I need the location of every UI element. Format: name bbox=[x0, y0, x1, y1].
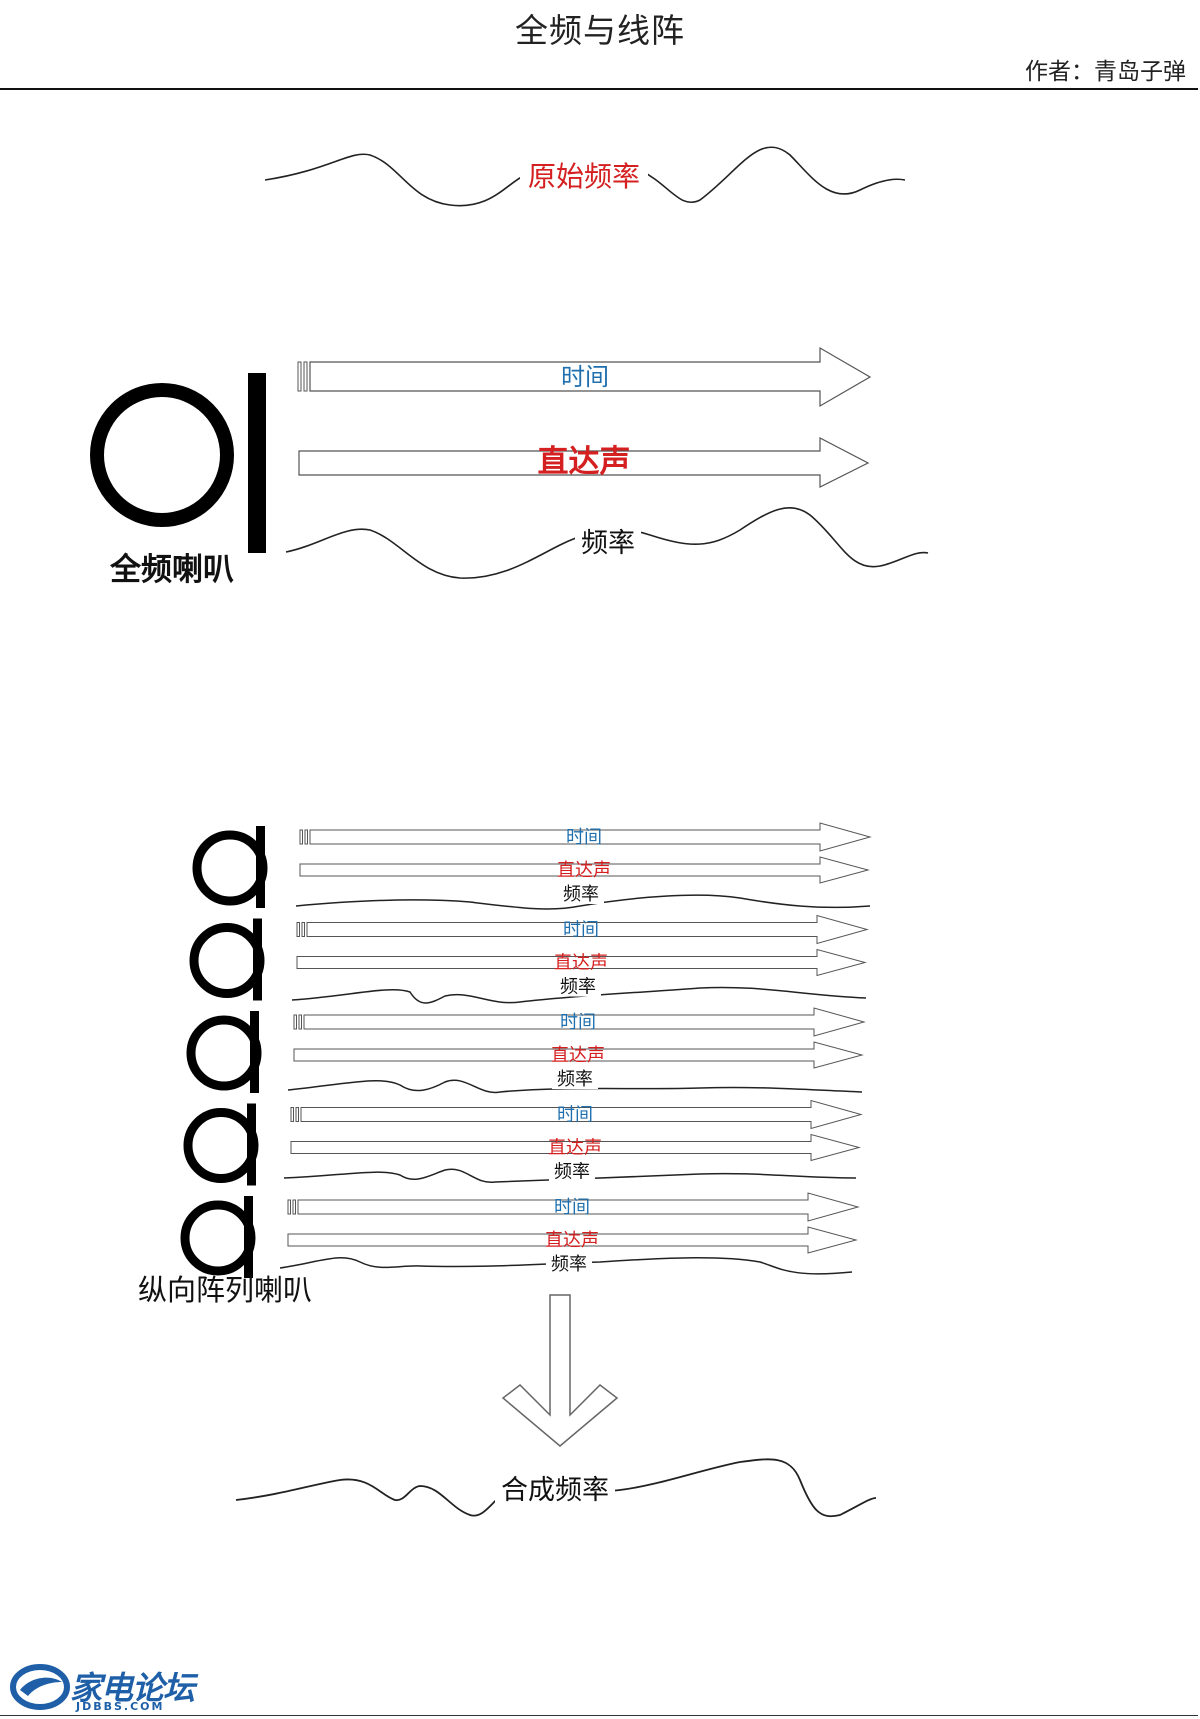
array-direct-label: 直达声 bbox=[551, 1045, 605, 1066]
array-time-label: 时间 bbox=[554, 1197, 590, 1218]
array-speaker-icon bbox=[192, 826, 268, 908]
array-time-arrow: 时间 bbox=[293, 1007, 866, 1037]
array-time-arrow: 时间 bbox=[299, 822, 872, 852]
original-wave: 原始频率 bbox=[264, 146, 906, 207]
full-range-speaker-label: 全频喇叭 bbox=[109, 552, 234, 588]
combined-wave-label: 合成频率 bbox=[501, 1475, 609, 1506]
array-frequency-label: 频率 bbox=[563, 884, 599, 905]
array-frequency-label: 频率 bbox=[557, 1069, 593, 1090]
time-label: 时间 bbox=[561, 363, 609, 391]
array-speaker-icon bbox=[189, 918, 265, 1001]
array-frequency-wave: 频率 bbox=[287, 1069, 863, 1094]
header-divider bbox=[0, 88, 1198, 90]
array-speaker-icon bbox=[183, 1103, 259, 1186]
time-arrow: 时间 bbox=[297, 346, 872, 408]
array-frequency-label: 频率 bbox=[551, 1254, 587, 1275]
down-arrow bbox=[501, 1294, 619, 1447]
frequency-wave: 频率 bbox=[285, 507, 929, 579]
direct-sound-arrow: 直达声 bbox=[298, 437, 870, 488]
array-time-arrow: 时间 bbox=[290, 1099, 863, 1130]
line-array-label: 纵向阵列喇叭 bbox=[138, 1273, 312, 1307]
original-wave-label: 原始频率 bbox=[528, 160, 640, 193]
logo-text: 家电论坛 bbox=[70, 1669, 195, 1707]
array-time-label: 时间 bbox=[560, 1012, 596, 1033]
direct-sound-label: 直达声 bbox=[538, 444, 631, 480]
array-time-label: 时间 bbox=[557, 1105, 593, 1126]
array-time-arrow: 时间 bbox=[287, 1192, 860, 1222]
array-direct-label: 直达声 bbox=[557, 860, 611, 881]
array-time-label: 时间 bbox=[566, 827, 602, 848]
array-direct-label: 直达声 bbox=[548, 1138, 602, 1159]
array-direct-arrow: 直达声 bbox=[290, 1133, 861, 1162]
frequency-label: 频率 bbox=[581, 528, 635, 559]
footer-divider bbox=[0, 1715, 1198, 1716]
array-frequency-label: 频率 bbox=[560, 977, 596, 998]
combined-wave: 合成频率 bbox=[235, 1458, 877, 1518]
array-time-label: 时间 bbox=[563, 920, 599, 941]
full-range-speaker bbox=[90, 373, 266, 553]
array-direct-arrow: 直达声 bbox=[287, 1226, 858, 1254]
array-direct-arrow: 直达声 bbox=[293, 1041, 864, 1069]
logo-subtext: JDBBS.COM bbox=[76, 1700, 165, 1713]
array-frequency-label: 频率 bbox=[554, 1162, 590, 1183]
array-frequency-wave: 频率 bbox=[291, 976, 867, 1004]
array-time-arrow: 时间 bbox=[296, 914, 869, 945]
array-direct-arrow: 直达声 bbox=[299, 856, 870, 884]
array-direct-label: 直达声 bbox=[545, 1230, 599, 1251]
array-frequency-wave: 频率 bbox=[295, 884, 871, 910]
page-title: 全频与线阵 bbox=[515, 11, 685, 50]
array-frequency-wave: 频率 bbox=[279, 1254, 853, 1275]
jdbbs-logo-icon bbox=[10, 1664, 70, 1710]
array-direct-label: 直达声 bbox=[554, 953, 608, 974]
array-frequency-wave: 频率 bbox=[283, 1161, 857, 1183]
array-speaker-icon bbox=[186, 1011, 262, 1093]
author-line: 作者：青岛子弹 bbox=[1025, 59, 1186, 85]
array-direct-arrow: 直达声 bbox=[296, 948, 867, 977]
array-speaker-icon bbox=[180, 1196, 256, 1278]
